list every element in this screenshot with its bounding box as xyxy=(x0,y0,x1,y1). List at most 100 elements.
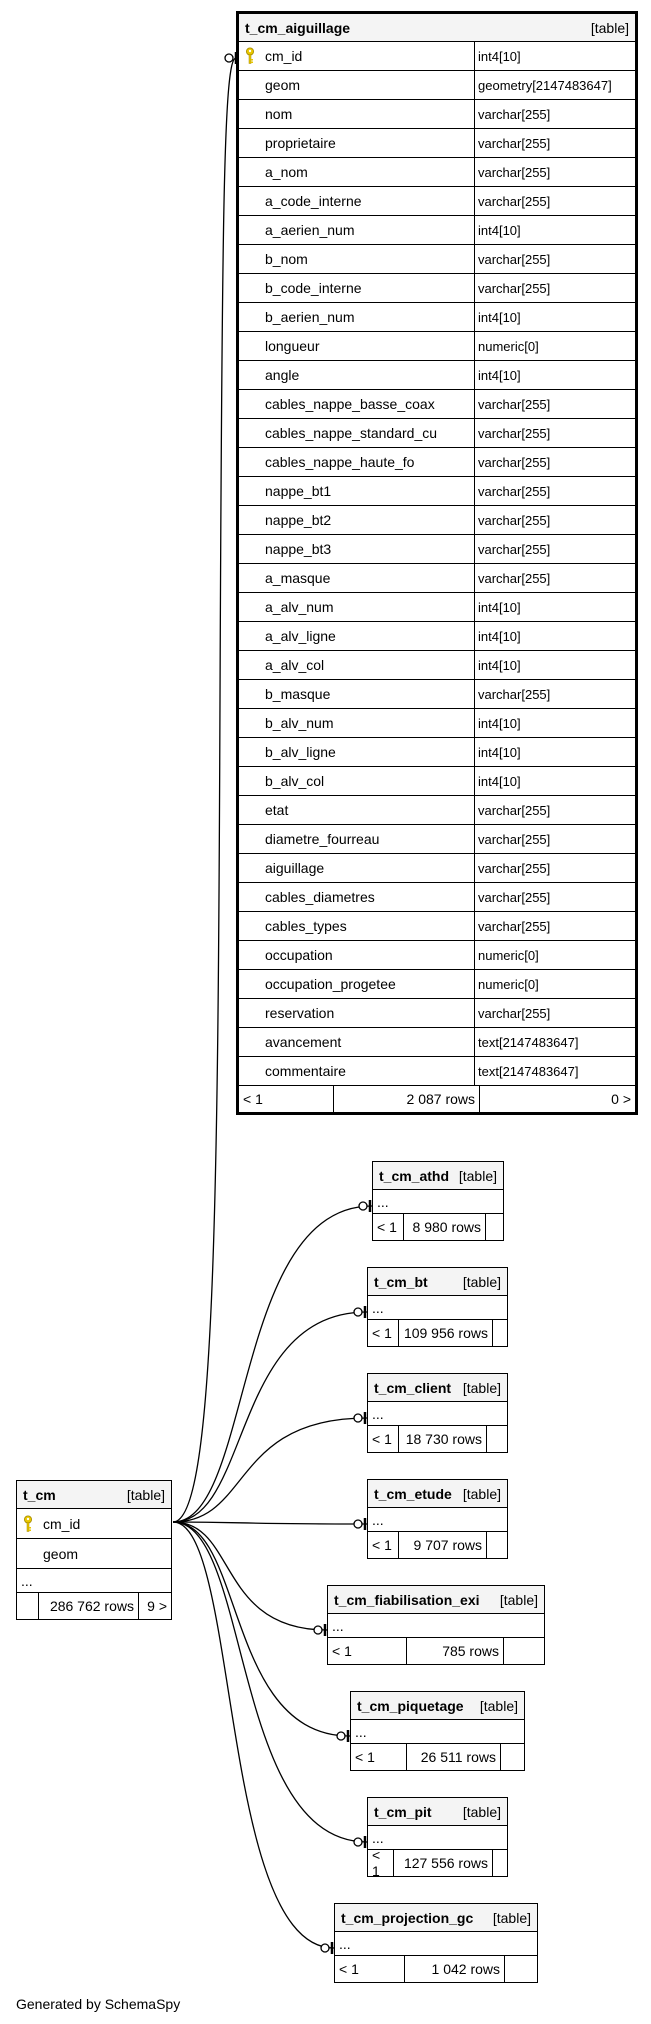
table-name[interactable]: t_cm_etude xyxy=(374,1485,452,1502)
column-type: int4[10] xyxy=(478,628,521,644)
table-kind: [table] xyxy=(462,1273,501,1290)
column-name[interactable]: cm_id xyxy=(261,42,475,70)
column-name[interactable]: nom xyxy=(261,100,475,128)
column-name[interactable]: nappe_bt1 xyxy=(261,477,475,505)
children-link[interactable] xyxy=(486,1214,503,1240)
column-name[interactable]: commentaire xyxy=(261,1057,475,1085)
children-link[interactable] xyxy=(504,1638,544,1664)
column-name[interactable]: proprietaire xyxy=(261,129,475,157)
column-name[interactable]: occupation xyxy=(261,941,475,969)
column-name[interactable]: diametre_fourreau xyxy=(261,825,475,853)
column-name[interactable]: a_alv_col xyxy=(261,651,475,679)
column-name[interactable]: longueur xyxy=(261,332,475,360)
column-name[interactable]: angle xyxy=(261,361,475,389)
row-count: 1 042 rows xyxy=(405,1956,505,1982)
table-name[interactable]: t_cm_athd xyxy=(379,1167,450,1184)
column-name[interactable]: geom xyxy=(43,1545,79,1562)
column-name[interactable]: cables_nappe_haute_fo xyxy=(261,448,475,476)
more-columns: ... xyxy=(368,1826,507,1850)
table-name[interactable]: t_cm_piquetage xyxy=(357,1697,464,1714)
link-end-t-cm-fiabilisation-exi xyxy=(313,1624,327,1636)
column-name[interactable]: reservation xyxy=(261,999,475,1027)
column-name[interactable]: cables_diametres xyxy=(261,883,475,911)
parents-link[interactable]: < 1 xyxy=(239,1086,334,1112)
column-name[interactable]: avancement xyxy=(261,1028,475,1056)
parents-link[interactable]: < 1 xyxy=(373,1214,404,1240)
column-name[interactable]: a_alv_num xyxy=(261,593,475,621)
link-end-t-cm-projection-gc xyxy=(320,1942,334,1954)
table-name[interactable]: t_cm_projection_gc xyxy=(341,1909,474,1926)
column-name[interactable]: a_nom xyxy=(261,158,475,186)
table-name[interactable]: t_cm_client xyxy=(374,1379,452,1396)
table-name[interactable]: t_cm_fiabilisation_exi xyxy=(334,1591,480,1608)
table-name[interactable]: t_cm_bt xyxy=(374,1273,428,1290)
key-spacer xyxy=(239,71,261,99)
column-name[interactable]: nappe_bt3 xyxy=(261,535,475,563)
column-name[interactable]: b_alv_num xyxy=(261,709,475,737)
parents-link[interactable] xyxy=(17,1593,39,1619)
children-link[interactable] xyxy=(487,1426,507,1452)
column-name[interactable]: a_alv_ligne xyxy=(261,622,475,650)
column-type: varchar[255] xyxy=(478,193,551,209)
parents-link[interactable]: < 1 xyxy=(335,1956,405,1982)
column-name[interactable]: etat xyxy=(261,796,475,824)
column-name[interactable]: b_alv_col xyxy=(261,767,475,795)
table-name[interactable]: t_cm_pit xyxy=(374,1803,432,1820)
table-name[interactable]: t_cm xyxy=(23,1486,56,1503)
table-footer: 286 762 rows 9 > xyxy=(17,1593,171,1619)
table-t-cm[interactable]: t_cm [table] cm_id geom ... 286 762 rows… xyxy=(16,1480,172,1620)
column-name[interactable]: b_aerien_num xyxy=(261,303,475,331)
children-link[interactable]: 9 > xyxy=(147,1598,167,1614)
key-spacer xyxy=(239,1028,261,1056)
parents-link[interactable]: < 1 xyxy=(328,1638,407,1664)
column-name[interactable]: aiguillage xyxy=(261,854,475,882)
column-name[interactable]: b_nom xyxy=(261,245,475,273)
children-link[interactable]: 0 > xyxy=(611,1091,631,1107)
column-name[interactable]: b_alv_ligne xyxy=(261,738,475,766)
column-name[interactable]: nappe_bt2 xyxy=(261,506,475,534)
parents-link[interactable]: < 1 xyxy=(368,1847,394,1879)
parents-link[interactable]: < 1 xyxy=(368,1320,399,1346)
key-spacer xyxy=(239,593,261,621)
table-name[interactable]: t_cm_aiguillage xyxy=(245,19,351,36)
children-link[interactable] xyxy=(493,1850,507,1876)
parents-link[interactable]: < 1 xyxy=(351,1744,407,1770)
column-name[interactable]: a_aerien_num xyxy=(261,216,475,244)
children-link[interactable] xyxy=(493,1320,507,1346)
column-name[interactable]: geom xyxy=(261,71,475,99)
column-type: int4[10] xyxy=(478,715,521,731)
parents-link[interactable]: < 1 xyxy=(368,1532,399,1558)
column-name[interactable]: cables_nappe_standard_cu xyxy=(261,419,475,447)
parents-link[interactable]: < 1 xyxy=(368,1426,399,1452)
column-name[interactable]: cables_nappe_basse_coax xyxy=(261,390,475,418)
generated-by-label[interactable]: Generated by SchemaSpy xyxy=(16,1996,181,2012)
column-name[interactable]: cables_types xyxy=(261,912,475,940)
column-name[interactable]: occupation_progetee xyxy=(261,970,475,998)
children-link[interactable] xyxy=(505,1956,537,1982)
key-spacer xyxy=(239,390,261,418)
column-type: varchar[255] xyxy=(478,1005,551,1021)
table-header: t_cm_bt [table] xyxy=(368,1268,507,1296)
column-name[interactable]: a_code_interne xyxy=(261,187,475,215)
table-kind: [table] xyxy=(126,1486,165,1503)
column-name[interactable]: a_masque xyxy=(261,564,475,592)
column-name[interactable]: b_masque xyxy=(261,680,475,708)
column-name[interactable]: b_code_interne xyxy=(261,274,475,302)
children-link[interactable] xyxy=(501,1744,524,1770)
column-name[interactable]: cm_id xyxy=(43,1515,81,1532)
children-link[interactable] xyxy=(487,1532,507,1558)
